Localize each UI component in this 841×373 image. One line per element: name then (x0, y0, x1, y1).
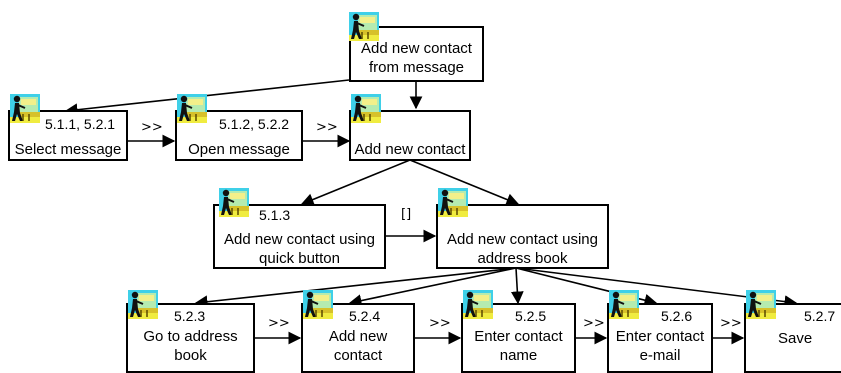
enabling-operator: >> (429, 316, 451, 331)
task-label: Enter contact (615, 328, 705, 345)
task-label: Add new contact using (447, 231, 598, 248)
edge-book-name (510, 267, 524, 305)
edges-layer (64, 79, 798, 345)
task-person-icon (438, 188, 468, 217)
task-person-icon (177, 94, 207, 123)
task-id: 5.1.3 (259, 207, 291, 223)
task-id: 5.2.5 (515, 308, 547, 324)
task-id: 5.2.3 (174, 308, 206, 324)
task-label: Add new contact using (224, 231, 375, 248)
task-label: Select message (14, 141, 122, 158)
task-label: Add new contact (354, 141, 466, 158)
enabling-operator: >> (316, 120, 338, 135)
task-label: Add new (328, 328, 388, 345)
task-label: Save (778, 330, 813, 347)
task-id: 5.2.4 (349, 308, 381, 324)
task-label: address book (477, 250, 568, 267)
task-person-icon (303, 290, 333, 319)
task-id: 5.2.6 (661, 308, 693, 324)
task-node-enter-contact-name: 5.2.5 Enter contact name (461, 303, 576, 373)
enabling-operator: >> (141, 120, 163, 135)
task-person-icon (351, 94, 381, 123)
task-id: 5.1.2, 5.2.2 (219, 116, 290, 132)
edge-add-book (409, 159, 520, 206)
task-node-enter-contact-email: 5.2.6 Enter contact e-mail (607, 303, 713, 373)
enabling-operator: >> (268, 316, 290, 331)
enabling-operator: >> (720, 316, 742, 331)
task-label: book (174, 347, 207, 364)
task-person-icon (10, 94, 40, 123)
task-person-icon (219, 188, 249, 217)
task-person-icon (746, 290, 776, 319)
task-label: e-mail (639, 347, 681, 364)
task-person-icon (463, 290, 493, 319)
task-label: Add new contact (361, 40, 472, 57)
task-label: Open message (188, 141, 290, 158)
task-label: name (499, 347, 538, 364)
task-person-icon (609, 290, 639, 319)
task-id: 5.2.7 (804, 308, 836, 324)
task-label: contact (333, 347, 383, 364)
edge-book-go (194, 267, 517, 309)
choice-operator: [] (401, 207, 412, 222)
task-person-icon (128, 290, 158, 319)
task-label: Go to address (143, 328, 238, 345)
enabling-operator: >> (583, 316, 605, 331)
task-person-icon (349, 12, 379, 41)
edge-book-addn (348, 267, 517, 307)
task-id: 5.1.1, 5.2.1 (45, 116, 116, 132)
edge-root-select (64, 79, 350, 117)
task-label: from message (368, 59, 465, 76)
task-node-go-to-address-book: 5.2.3 Go to address book (126, 303, 255, 373)
task-node-select-message: 5.1.1, 5.2.1 Select message (8, 110, 128, 161)
edge-add-quick (300, 159, 411, 206)
task-label: Enter contact (474, 328, 563, 345)
task-label: quick button (259, 250, 340, 267)
